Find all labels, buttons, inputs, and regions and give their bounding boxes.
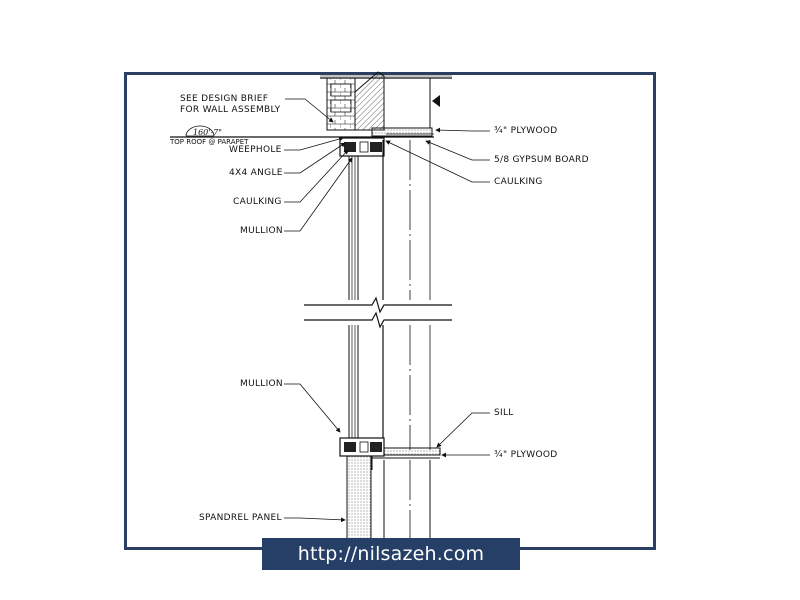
glazing-lower — [348, 325, 431, 450]
label-sill: SILL — [494, 408, 514, 418]
leader-lines-right — [385, 127, 490, 458]
label-mullion-bottom: MULLION — [240, 379, 283, 389]
label-design-brief-2: FOR WALL ASSEMBLY — [180, 105, 281, 115]
leader-lines-left — [284, 98, 353, 523]
window-head-mullion — [339, 137, 385, 157]
spandrel-panel-graphic — [346, 455, 431, 547]
break-line — [304, 296, 452, 329]
label-4x4-angle: 4X4 ANGLE — [229, 168, 283, 178]
sill-board — [371, 447, 441, 470]
label-plywood-bottom: ¾" PLYWOOD — [494, 450, 558, 460]
interior-wall-top — [383, 78, 440, 128]
label-mullion-top: MULLION — [240, 226, 283, 236]
roof-slab-line — [170, 127, 434, 138]
elevation-marker — [185, 125, 215, 137]
label-elevation-value: 160'-7" — [193, 128, 222, 137]
label-spandrel-panel: SPANDREL PANEL — [199, 513, 282, 523]
glazing-upper — [348, 140, 431, 300]
watermark-url: http://nilsazeh.com — [297, 543, 485, 565]
label-caulking-right: CAULKING — [494, 177, 543, 187]
label-elevation-note: TOP ROOF @ PARAPET — [170, 138, 249, 146]
label-gypsum-board: 5/8 GYPSUM BOARD — [494, 155, 589, 165]
label-weephole: WEEPHOLE — [229, 145, 282, 155]
drawing-frame — [124, 72, 656, 550]
label-design-brief-1: SEE DESIGN BRIEF — [180, 94, 269, 104]
label-caulking-left: CAULKING — [233, 197, 282, 207]
window-sill-mullion — [339, 437, 385, 457]
label-plywood-top: ¾" PLYWOOD — [494, 126, 558, 136]
watermark-banner: http://nilsazeh.com — [262, 538, 520, 570]
